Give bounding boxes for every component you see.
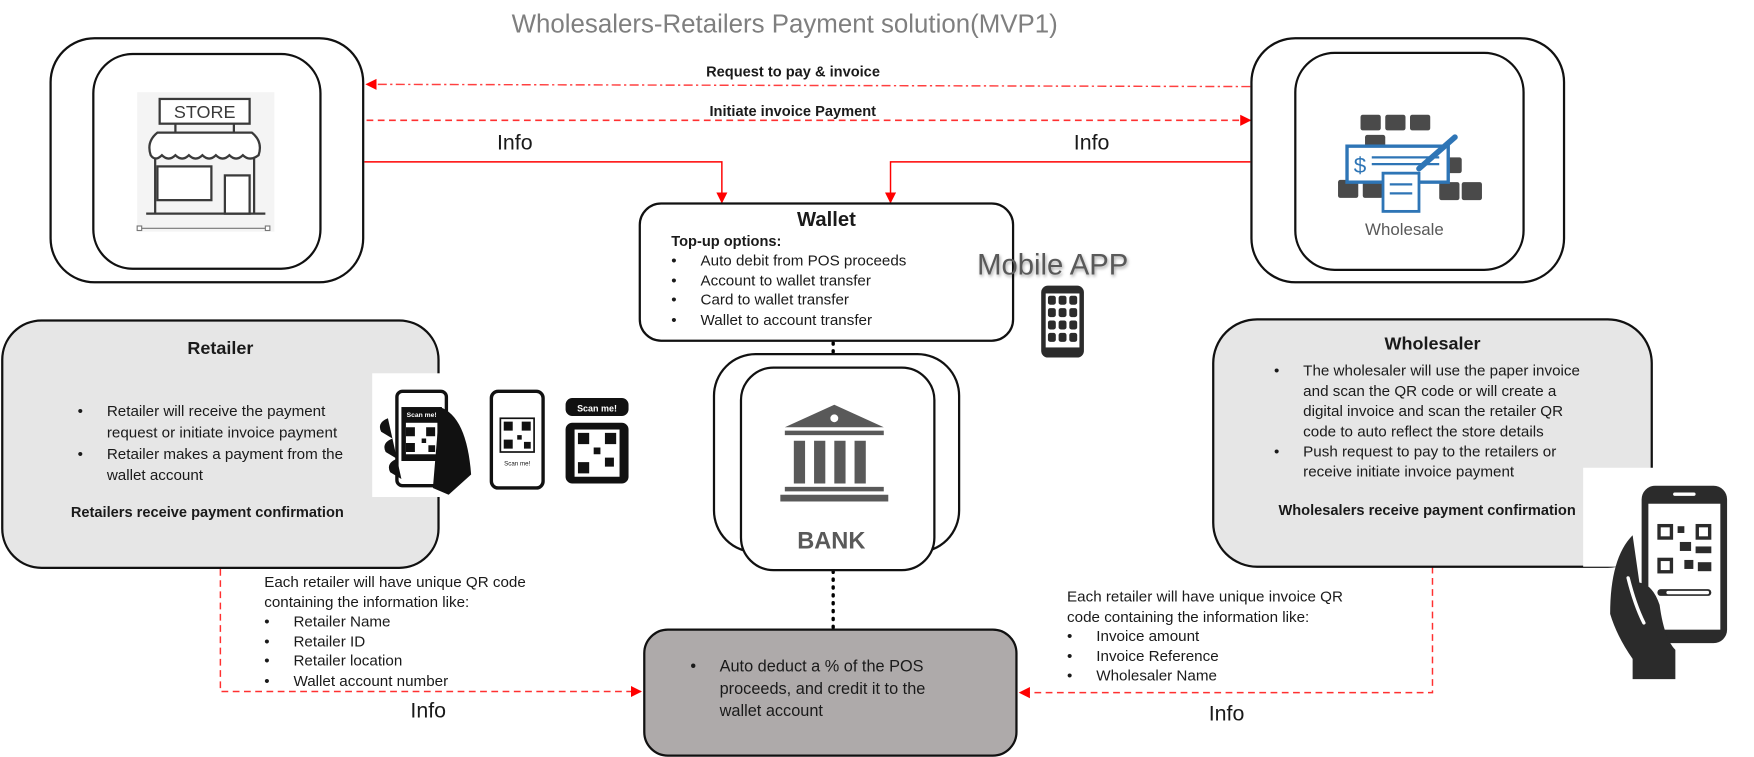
retailer-confirmation: Retailers receive payment confirmation bbox=[70, 503, 344, 521]
wholesaler-confirmation: Wholesalers receive payment confirmation bbox=[1278, 501, 1576, 519]
request-to-pay-label: Request to pay & invoice bbox=[706, 62, 880, 80]
info-label-store: Info bbox=[496, 131, 533, 156]
retailer-qr-field: Retailer Name bbox=[264, 612, 556, 632]
wallet-topup-item: Account to wallet transfer bbox=[671, 270, 906, 290]
wholesale-invoice-icon: $ bbox=[1338, 114, 1482, 213]
retailer-qr-note-intro: Each retailer will have unique QR code c… bbox=[264, 573, 526, 610]
hand-phone-qr-icon: Scan me! bbox=[379, 389, 472, 495]
info-label-retailer-pos: Info bbox=[410, 699, 447, 723]
pos-list: Auto deduct a % of the POS proceeds, and… bbox=[690, 656, 949, 723]
pos-item: Auto deduct a % of the POS proceeds, and… bbox=[690, 656, 949, 723]
wholesaler-list: The wholesaler will use the paper invoic… bbox=[1274, 361, 1587, 482]
retailer-item: Retailer will receive the payment reques… bbox=[78, 400, 370, 443]
retailer-qr-field: Retailer location bbox=[264, 651, 556, 671]
mobile-app-label: Mobile APP bbox=[977, 247, 1129, 282]
bank-building-icon bbox=[780, 404, 889, 502]
wallet-card: Wallet Top-up options: Auto debit from P… bbox=[638, 202, 1015, 342]
hand-phone-qr-scan-icon bbox=[1583, 467, 1728, 680]
info-label-wholesale: Info bbox=[1073, 131, 1110, 156]
qr-scan-icons: Scan me! Scan me! Scan me! bbox=[372, 373, 629, 497]
phone-qr-icon: Scan me! bbox=[489, 389, 545, 490]
scan-me-qr-badge-icon: Scan me! bbox=[565, 398, 629, 484]
wholesaler-item: Push request to pay to the retailers or … bbox=[1274, 442, 1587, 482]
retailer-qr-note: Each retailer will have unique QR code c… bbox=[264, 572, 556, 690]
wallet-topup-item: Auto debit from POS proceeds bbox=[671, 251, 906, 271]
svg-text:Scan me!: Scan me! bbox=[407, 412, 437, 419]
svg-text:Scan me!: Scan me! bbox=[577, 404, 617, 414]
wholesaler-qr-note-intro: Each retailer will have unique invoice Q… bbox=[1067, 588, 1343, 625]
retailer-qr-field: Wallet account number bbox=[264, 671, 556, 691]
retailer-card: Retailer Retailer will receive the payme… bbox=[1, 319, 440, 569]
wholesaler-card: Wholesaler The wholesaler will use the p… bbox=[1212, 318, 1653, 568]
wholesaler-item: The wholesaler will use the paper invoic… bbox=[1274, 361, 1587, 442]
info-wholesaler-to-pos-arrow bbox=[1018, 566, 1434, 699]
retailer-item: Retailer makes a payment from the wallet… bbox=[78, 443, 370, 486]
wholesaler-qr-note: Each retailer will have unique invoice Q… bbox=[1067, 587, 1365, 685]
wholesale-label: Wholesale bbox=[1365, 220, 1444, 240]
info-store-to-wallet-arrow bbox=[364, 161, 728, 204]
request-to-pay-arrow bbox=[365, 78, 1251, 90]
wallet-topup-item: Wallet to account transfer bbox=[671, 310, 906, 330]
svg-text:$: $ bbox=[1354, 153, 1367, 178]
info-label-wholesaler-pos: Info bbox=[1208, 702, 1245, 727]
svg-text:Scan me!: Scan me! bbox=[504, 461, 530, 468]
info-wholesale-to-wallet-arrow bbox=[884, 161, 1251, 204]
bank-label: BANK bbox=[797, 528, 866, 555]
wallet-topup-item: Card to wallet transfer bbox=[671, 290, 906, 310]
store-icon: STORE bbox=[136, 92, 275, 232]
mobile-phone-keypad-icon bbox=[1041, 285, 1084, 358]
retailer-list: Retailer will receive the payment reques… bbox=[78, 400, 370, 485]
diagram-title: Wholesalers-Retailers Payment solution(M… bbox=[511, 8, 1058, 39]
retailer-title: Retailer bbox=[187, 339, 254, 359]
pos-auto-deduct-card: Auto deduct a % of the POS proceeds, and… bbox=[643, 628, 1018, 757]
wholesaler-qr-field: Invoice amount bbox=[1067, 626, 1365, 646]
wholesaler-qr-field: Wholesaler Name bbox=[1067, 666, 1365, 686]
retailer-qr-field: Retailer ID bbox=[264, 631, 556, 651]
store-sign-text: STORE bbox=[174, 102, 236, 122]
wallet-topup-heading: Top-up options: bbox=[671, 232, 782, 250]
wholesaler-title: Wholesaler bbox=[1384, 335, 1481, 355]
initiate-invoice-payment-label: Initiate invoice Payment bbox=[709, 102, 877, 120]
wallet-topup-list: Auto debit from POS proceeds Account to … bbox=[671, 251, 906, 330]
wholesaler-qr-field: Invoice Reference bbox=[1067, 646, 1365, 666]
wallet-title: Wallet bbox=[797, 208, 856, 231]
